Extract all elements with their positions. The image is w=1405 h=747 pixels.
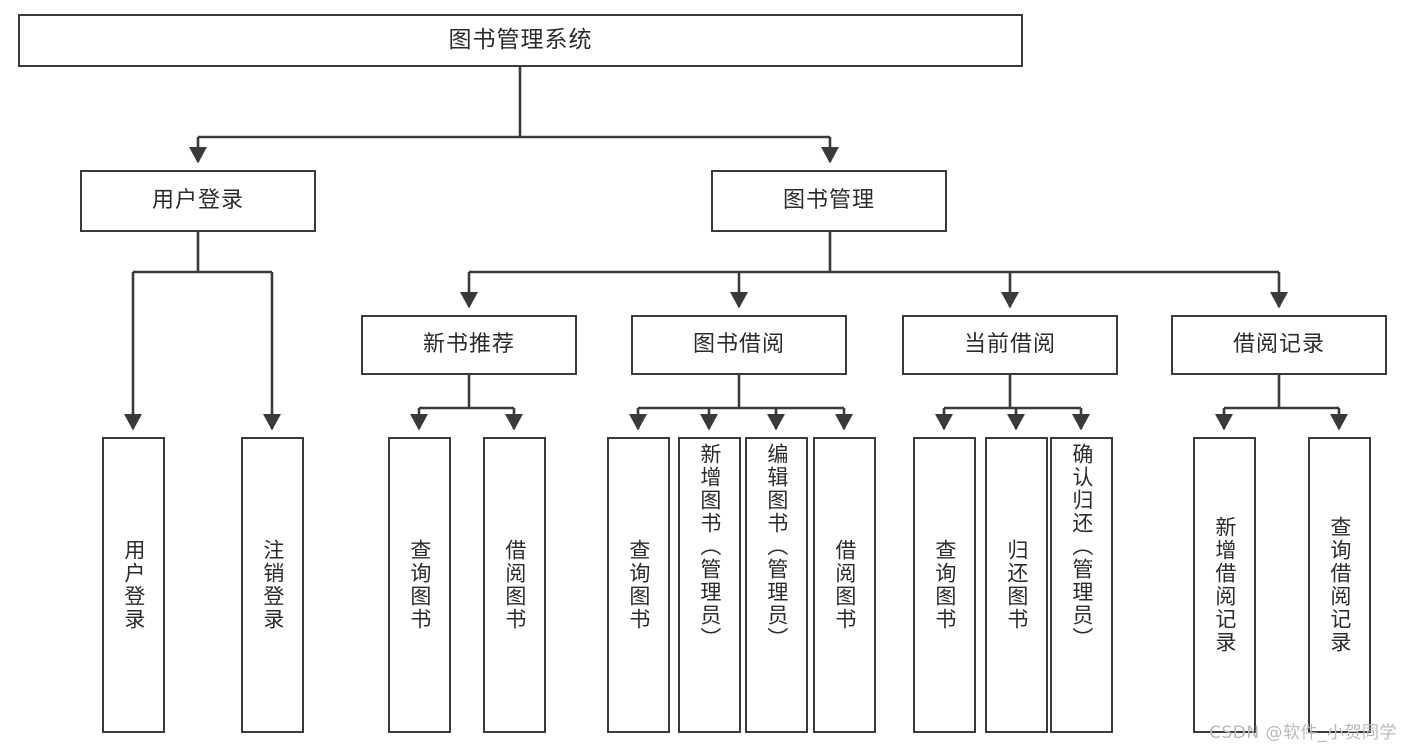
node-leaf-query-book-1-label: 查询图书 — [407, 539, 432, 631]
node-current-borrow[interactable]: 当前借阅 — [902, 315, 1118, 375]
node-root-label: 图书管理系统 — [448, 27, 593, 53]
node-leaf-logout-label: 注销登录 — [260, 539, 285, 631]
node-leaf-borrow-book-2-label: 借阅图书 — [832, 539, 857, 631]
node-leaf-return-book[interactable]: 归还图书 — [985, 437, 1048, 733]
node-leaf-add-record-label: 新增借阅记录 — [1212, 516, 1237, 654]
node-leaf-query-book-1[interactable]: 查询图书 — [388, 437, 451, 733]
node-leaf-confirm-return[interactable]: 确认归还（管理员） — [1050, 437, 1113, 733]
node-book-manage[interactable]: 图书管理 — [711, 170, 947, 232]
node-leaf-query-book-2-label: 查询图书 — [626, 539, 651, 631]
node-leaf-user-login-label: 用户登录 — [121, 539, 146, 631]
node-leaf-add-book[interactable]: 新增图书（管理员） — [678, 437, 741, 733]
node-leaf-confirm-return-label: 确认归还（管理员） — [1069, 443, 1094, 650]
node-new-book-rec-label: 新书推荐 — [422, 332, 515, 357]
node-leaf-edit-book[interactable]: 编辑图书（管理员） — [745, 437, 808, 733]
node-leaf-borrow-book-1[interactable]: 借阅图书 — [483, 437, 546, 733]
node-current-borrow-label: 当前借阅 — [963, 332, 1056, 357]
node-leaf-query-record[interactable]: 查询借阅记录 — [1308, 437, 1371, 733]
node-borrow-record[interactable]: 借阅记录 — [1171, 315, 1387, 375]
node-book-borrow-label: 图书借阅 — [692, 332, 785, 357]
node-leaf-user-login[interactable]: 用户登录 — [102, 437, 165, 733]
node-leaf-query-book-3[interactable]: 查询图书 — [913, 437, 976, 733]
node-leaf-query-book-3-label: 查询图书 — [932, 539, 957, 631]
node-leaf-borrow-book-1-label: 借阅图书 — [502, 539, 527, 631]
node-leaf-borrow-book-2[interactable]: 借阅图书 — [813, 437, 876, 733]
node-leaf-edit-book-label: 编辑图书（管理员） — [764, 443, 789, 650]
csdn-watermark: CSDN @软件_小贺同学 — [1209, 723, 1397, 743]
node-user-login[interactable]: 用户登录 — [80, 170, 316, 232]
node-book-borrow[interactable]: 图书借阅 — [631, 315, 847, 375]
node-leaf-query-book-2[interactable]: 查询图书 — [607, 437, 670, 733]
node-leaf-add-record[interactable]: 新增借阅记录 — [1193, 437, 1256, 733]
node-leaf-add-book-label: 新增图书（管理员） — [697, 443, 722, 650]
node-user-login-label: 用户登录 — [151, 188, 244, 213]
node-leaf-logout[interactable]: 注销登录 — [241, 437, 304, 733]
node-leaf-query-record-label: 查询借阅记录 — [1327, 516, 1352, 654]
node-new-book-rec[interactable]: 新书推荐 — [361, 315, 577, 375]
node-book-manage-label: 图书管理 — [782, 188, 875, 213]
node-root[interactable]: 图书管理系统 — [18, 14, 1023, 67]
node-leaf-return-book-label: 归还图书 — [1004, 539, 1029, 631]
node-borrow-record-label: 借阅记录 — [1232, 332, 1325, 357]
